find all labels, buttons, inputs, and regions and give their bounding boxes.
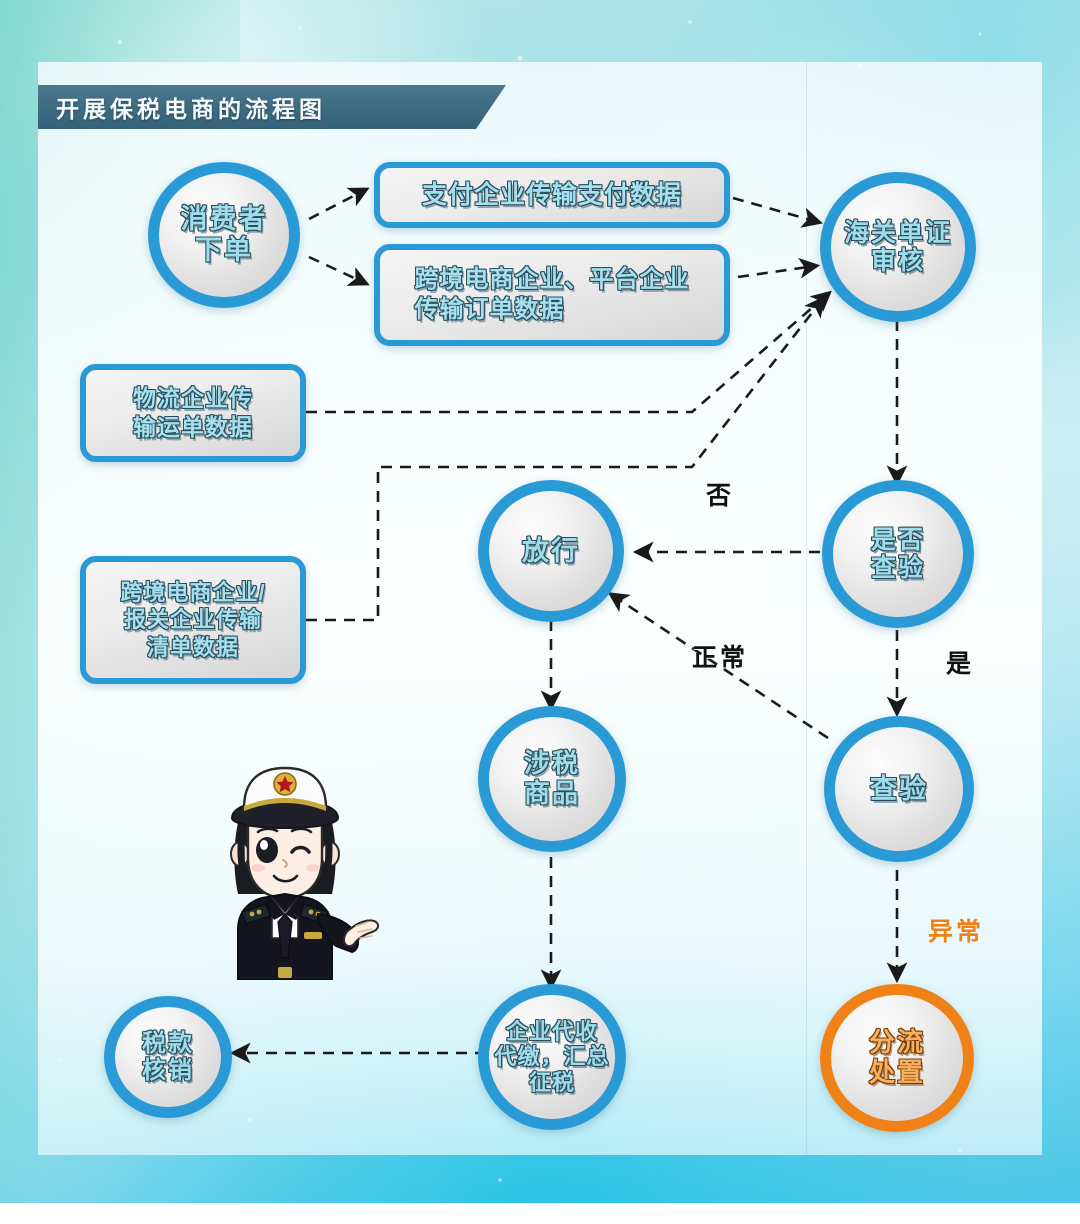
customs-officer-mascot-icon [230, 766, 380, 980]
node-consumer-order[interactable]: 消费者 下单 [148, 162, 300, 308]
panel-seam-divider [806, 62, 807, 1155]
edge-inspection-to-release [607, 592, 829, 740]
node-inspect-decision-label: 是否 查验 [870, 525, 925, 583]
node-order-data-label: 跨境电商企业、平台企业 传输订单数据 [414, 266, 690, 323]
edge-label-normal: 正常 [692, 644, 749, 672]
edge-label-yes: 是 [946, 650, 975, 678]
edge-payment-to-customs [732, 196, 824, 228]
node-diversion[interactable]: 分流 处置 [820, 984, 974, 1132]
edge-label-abnormal: 异常 [928, 918, 985, 946]
node-declaration-data-label: 跨境电商企业/ 报关企业传输 清单数据 [120, 580, 266, 660]
edge-declaration-to-customs [306, 295, 826, 622]
node-tax-writeoff-label: 税款 核销 [142, 1029, 194, 1084]
edge-consumer-to-payment [308, 187, 370, 221]
node-enterprise-collect[interactable]: 企业代收 代缴，汇总 征税 [478, 984, 626, 1130]
node-inspection-label: 查验 [870, 773, 928, 804]
node-payment-data-label: 支付企业传输支付数据 [421, 180, 682, 209]
node-taxable-goods-label: 涉税 商品 [523, 748, 580, 808]
node-order-data[interactable]: 跨境电商企业、平台企业 传输订单数据 [374, 244, 730, 346]
title-banner: 开展保税电商的流程图 [38, 85, 506, 129]
node-release-label: 放行 [522, 535, 580, 566]
edge-logistics-to-customs [306, 290, 832, 414]
node-declaration-data[interactable]: 跨境电商企业/ 报关企业传输 清单数据 [80, 556, 306, 684]
node-inspection[interactable]: 查验 [824, 716, 974, 862]
node-consumer-order-label: 消费者 下单 [180, 204, 268, 265]
node-enterprise-collect-label: 企业代收 代缴，汇总 征税 [494, 1019, 610, 1095]
node-inspect-decision[interactable]: 是否 查验 [822, 480, 974, 628]
node-release[interactable]: 放行 [478, 480, 624, 622]
node-logistics-data-label: 物流企业传 输运单数据 [133, 385, 253, 440]
edge-consumer-to-order [308, 255, 370, 286]
page-title: 开展保税电商的流程图 [56, 96, 326, 122]
node-tax-writeoff[interactable]: 税款 核销 [104, 996, 232, 1118]
edge-label-no: 否 [706, 482, 735, 510]
node-taxable-goods[interactable]: 涉税 商品 [478, 706, 626, 852]
node-customs-doc-review[interactable]: 海关单证 审核 [820, 172, 976, 322]
node-logistics-data[interactable]: 物流企业传 输运单数据 [80, 364, 306, 462]
node-payment-data[interactable]: 支付企业传输支付数据 [374, 162, 730, 228]
node-diversion-label: 分流 处置 [868, 1027, 925, 1087]
edge-order-to-customs [737, 257, 821, 279]
node-customs-doc-review-label: 海关单证 审核 [843, 218, 952, 276]
